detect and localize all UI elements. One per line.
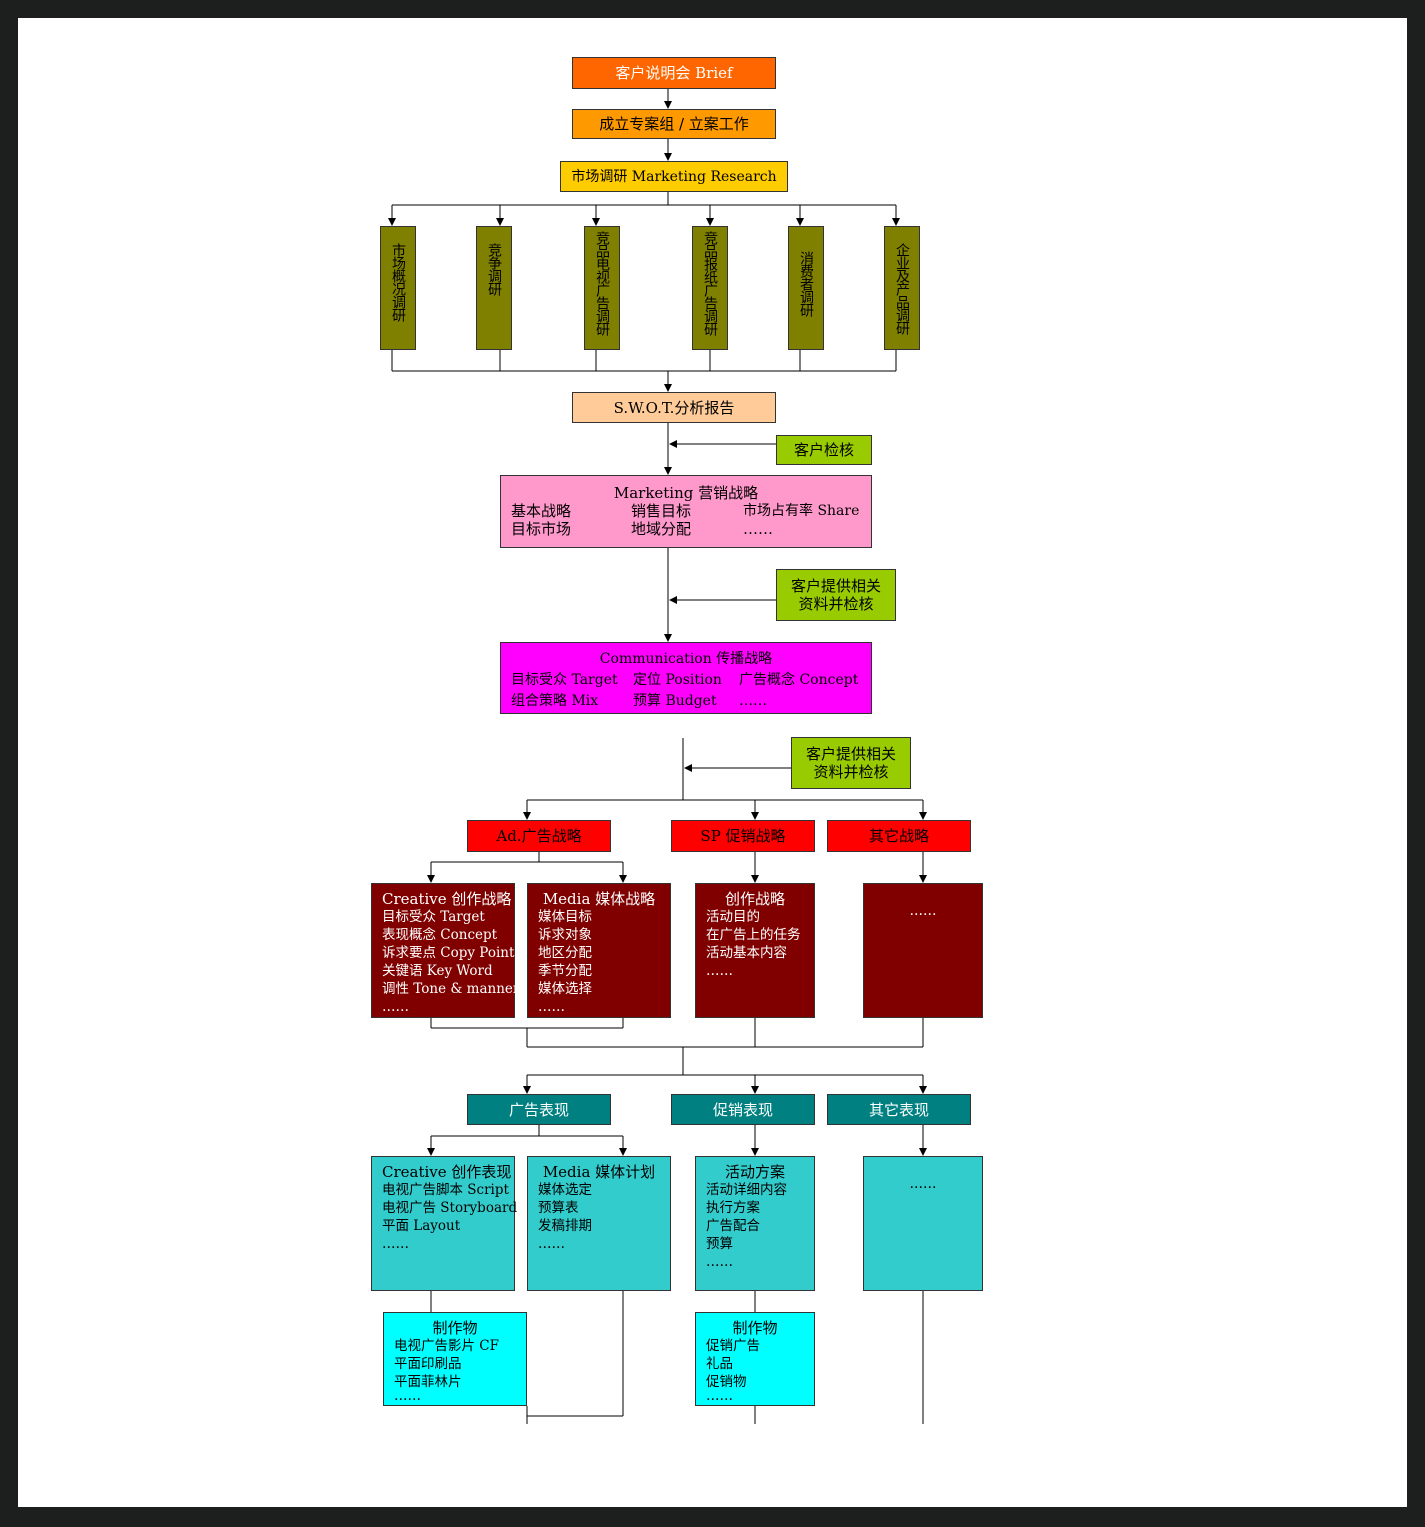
media-strategy-box: Media 媒体战略 媒体目标 诉求对象 地区分配 季节分配 媒体选择 …… — [527, 883, 671, 1018]
research-item: 竞争调研 — [476, 226, 512, 350]
box-item: …… — [706, 1254, 733, 1270]
marketing-item: 市场占有率 Share — [743, 503, 860, 519]
box-item: 媒体选定 — [538, 1182, 592, 1198]
communication-item: 预算 Budget — [633, 693, 717, 709]
sp-strategy-box: SP 促销战略 — [671, 820, 815, 852]
box-item: 季节分配 — [538, 963, 592, 979]
research-item: 企业及产品调研 — [884, 226, 920, 350]
sp-products-box: 制作物 促销广告 礼品 促销物 …… — [695, 1312, 815, 1406]
box-item: 促销广告 — [706, 1338, 760, 1354]
research-item: 竞品电视广告调研 — [584, 226, 620, 350]
check-line: 资料并检核 — [798, 595, 874, 613]
box-title: 创作战略 — [724, 890, 785, 908]
box-item: 平面菲林片 — [394, 1374, 462, 1390]
box-title: 活动方案 — [724, 1163, 785, 1181]
communication-strategy-box: Communication 传播战略 目标受众 Target 定位 Positi… — [500, 642, 872, 714]
box-item: 发稿排期 — [538, 1218, 592, 1234]
box-title: 制作物 — [432, 1319, 478, 1337]
brief-box: 客户说明会 Brief — [572, 57, 776, 89]
sp-expression-box: 促销表现 — [671, 1094, 815, 1125]
check-line: 资料并检核 — [813, 763, 889, 781]
box-item: 活动详细内容 — [706, 1182, 787, 1198]
communication-title: Communication 传播战略 — [599, 651, 773, 667]
box-item: 活动目的 — [706, 909, 760, 925]
ad-products-box: 制作物 电视广告影片 CF 平面印刷品 平面菲林片 …… — [383, 1312, 527, 1406]
marketing-title: Marketing 营销战略 — [613, 484, 759, 502]
box-item: 媒体目标 — [538, 909, 592, 925]
box-item: …… — [382, 1236, 409, 1252]
box-item: 目标受众 Target — [382, 909, 485, 925]
communication-item: 目标受众 Target — [511, 672, 618, 688]
sp-plan-box: 活动方案 活动详细内容 执行方案 广告配合 预算 …… — [695, 1156, 815, 1291]
marketing-item: …… — [743, 520, 773, 538]
marketing-item: 目标市场 — [511, 520, 572, 538]
other-expression-detail-box: …… — [863, 1156, 983, 1291]
box-item: 预算表 — [538, 1200, 579, 1216]
other-strategy-detail-box: …… — [863, 883, 983, 1018]
check-line: 客户提供相关 — [790, 577, 881, 595]
research-item: 竞品报纸广告调研 — [692, 226, 728, 350]
box-item: 活动基本内容 — [706, 945, 787, 961]
box-item: 平面 Layout — [382, 1218, 461, 1234]
check-line: 客户提供相关 — [805, 745, 896, 763]
ad-strategy-box: Ad.广告战略 — [467, 820, 611, 852]
box-item: 预算 — [706, 1236, 733, 1252]
box-item: 电视广告 Storyboard — [382, 1200, 518, 1216]
marketing-item: 销售目标 — [631, 502, 692, 520]
research-item: 市场概况调研 — [380, 226, 416, 350]
box-item: 执行方案 — [706, 1200, 760, 1216]
box-item: …… — [706, 963, 733, 979]
box-item: 平面印刷品 — [394, 1356, 462, 1372]
communication-item: 组合策略 Mix — [511, 693, 599, 709]
box-item: 表现概念 Concept — [382, 927, 498, 943]
setup-box: 成立专案组 / 立案工作 — [572, 109, 776, 139]
box-title: Media 媒体计划 — [542, 1163, 656, 1181]
client-check-box: 客户检核 — [776, 435, 872, 465]
communication-item: 广告概念 Concept — [739, 672, 859, 688]
box-item: 电视广告影片 CF — [394, 1338, 499, 1354]
box-item: …… — [538, 999, 565, 1015]
media-plan-box: Media 媒体计划 媒体选定 预算表 发稿排期 …… — [527, 1156, 671, 1291]
sp-creative-strategy-box: 创作战略 活动目的 在广告上的任务 活动基本内容 …… — [695, 883, 815, 1018]
box-item: …… — [706, 1388, 733, 1404]
research-item: 消费者调研 — [788, 226, 824, 350]
box-item: 诉求要点 Copy Point — [382, 945, 515, 961]
box-item: 广告配合 — [706, 1218, 760, 1234]
box-title: Creative 创作表现 — [382, 1163, 512, 1181]
box-title: 制作物 — [732, 1319, 778, 1337]
box-title: Creative 创作战略 — [382, 890, 512, 908]
marketing-strategy-box: Marketing 营销战略 基本战略 销售目标 市场占有率 Share 目标市… — [500, 475, 872, 548]
box-item: …… — [382, 999, 409, 1015]
box-item: 诉求对象 — [538, 927, 592, 943]
box-item: …… — [394, 1388, 421, 1404]
box-title: Media 媒体战略 — [542, 890, 656, 908]
box-item: 调性 Tone & manner — [382, 981, 520, 997]
creative-expression-box: Creative 创作表现 电视广告脚本 Script 电视广告 Storybo… — [371, 1156, 518, 1291]
ad-expression-box: 广告表现 — [467, 1094, 611, 1125]
box-item: 礼品 — [706, 1356, 733, 1372]
communication-item: 定位 Position — [633, 672, 722, 688]
box-item: 在广告上的任务 — [706, 927, 801, 943]
box-item: 关键语 Key Word — [382, 963, 493, 979]
marketing-item: 基本战略 — [511, 502, 572, 520]
box-item: 地区分配 — [538, 945, 592, 961]
box-item: 媒体选择 — [538, 981, 592, 997]
other-strategy-box: 其它战略 — [827, 820, 971, 852]
client-info-check-box: 客户提供相关资料并检核 — [776, 569, 896, 621]
communication-item: …… — [739, 693, 767, 709]
swot-box: S.W.O.T.分析报告 — [572, 392, 776, 423]
research-box: 市场调研 Marketing Research — [560, 161, 788, 192]
client-info-check-box-2: 客户提供相关资料并检核 — [791, 737, 911, 789]
creative-strategy-box: Creative 创作战略 目标受众 Target 表现概念 Concept 诉… — [371, 883, 520, 1018]
box-item: …… — [538, 1236, 565, 1252]
box-item: 电视广告脚本 Script — [382, 1182, 509, 1198]
box-item: 促销物 — [706, 1374, 747, 1390]
marketing-item: 地域分配 — [631, 520, 692, 538]
other-expression-box: 其它表现 — [827, 1094, 971, 1125]
